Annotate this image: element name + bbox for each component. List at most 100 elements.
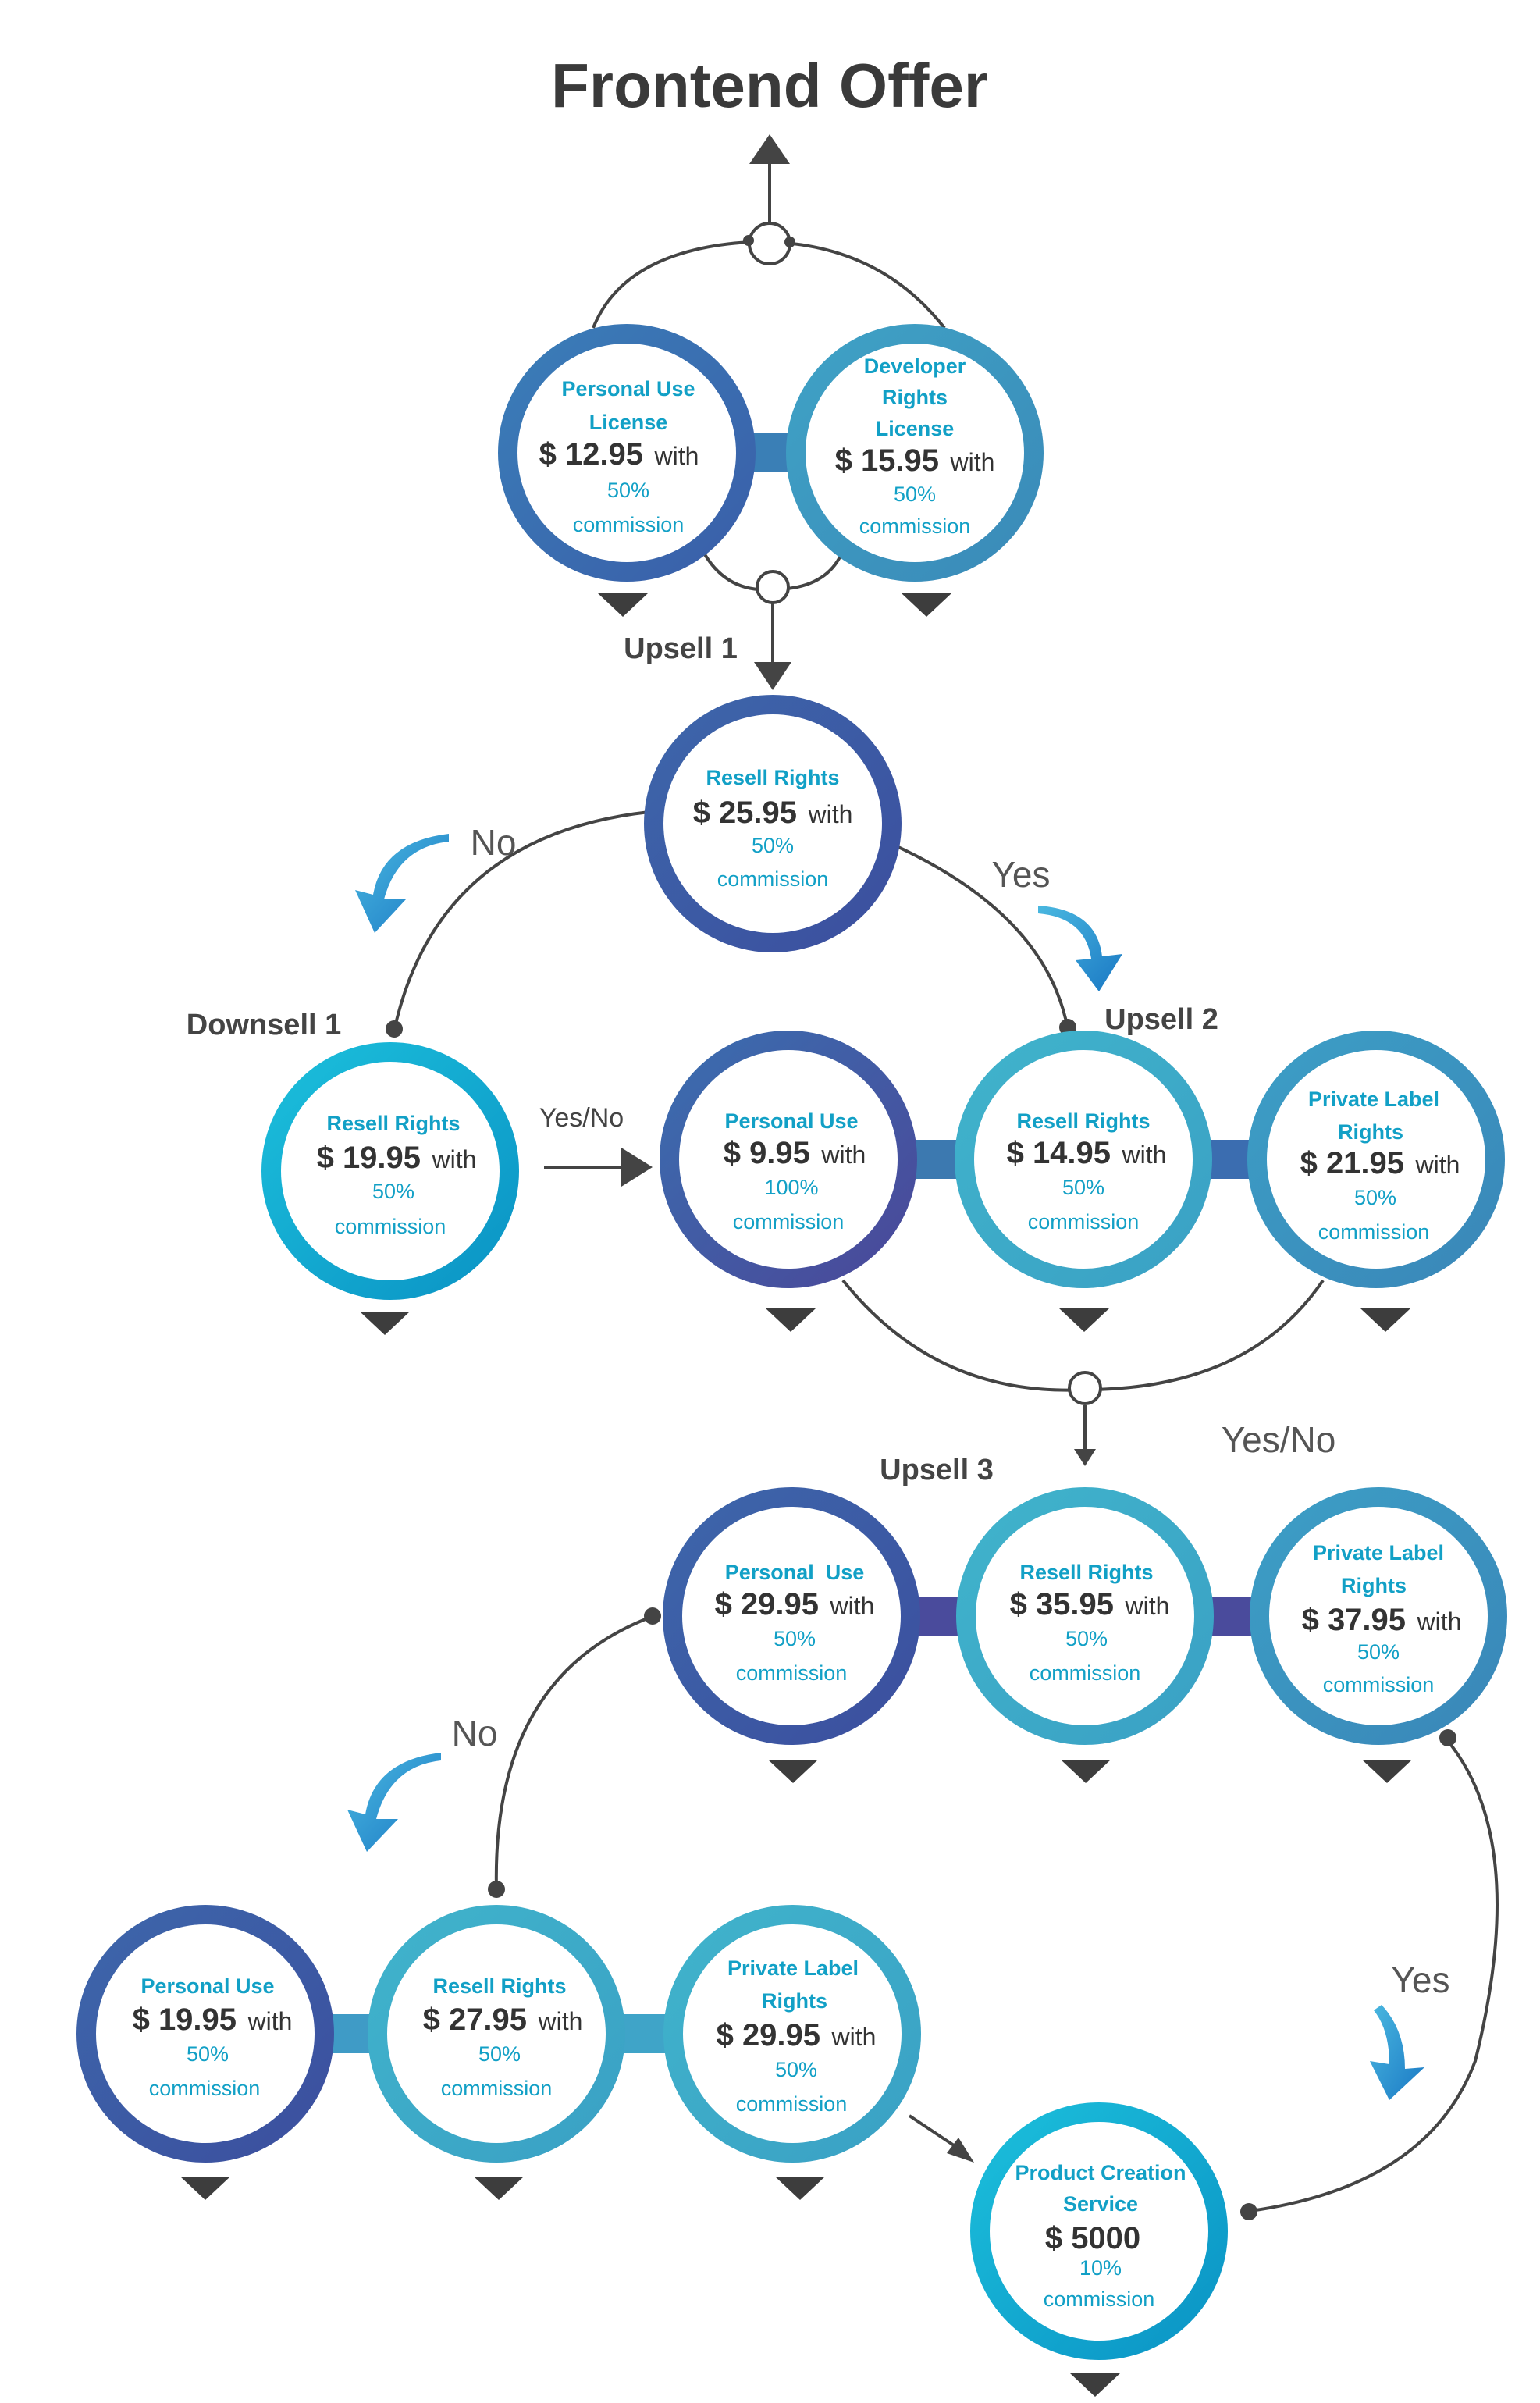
curved-arrow-yes-2-icon — [1370, 2005, 1424, 2100]
node-inner — [974, 1050, 1193, 1269]
node-fe-developer[interactable]: Developer Rights License $ 15.95 with 50… — [786, 324, 1044, 582]
node-with: with — [950, 448, 995, 476]
node-u3-resell[interactable]: Resell Rights $ 35.95 with 50% commissio… — [956, 1487, 1214, 1745]
node-title-2: Rights — [762, 1989, 827, 2013]
node-commission-1: 50% — [894, 482, 936, 506]
triangle-down-icon — [180, 2177, 230, 2200]
node-price: $ 29.95 — [717, 2018, 820, 2052]
node-d3-resell[interactable]: Resell Rights $ 27.95 with 50% commissio… — [368, 1905, 625, 2163]
node-product-creation[interactable]: Product Creation Service $ 5000 10% comm… — [970, 2102, 1228, 2360]
node-u3-private[interactable]: Private Label Rights $ 37.95 with 50% co… — [1250, 1487, 1507, 1745]
node-price: $ 14.95 — [1007, 1136, 1111, 1170]
triangle-down-icon — [598, 593, 648, 617]
curved-arrow-no-1-icon — [355, 834, 449, 933]
page-title: Frontend Offer — [551, 51, 988, 120]
node-title-2: Rights — [1338, 1120, 1403, 1144]
node-commission-2: commission — [717, 867, 829, 891]
nodes: Personal Use License $ 12.95 with 50% co… — [76, 324, 1507, 2360]
node-price-line: $ 37.95 with — [1302, 1603, 1462, 1637]
node-commission-2: commission — [733, 1210, 845, 1234]
node-commission-2: commission — [573, 513, 685, 536]
node-commission-1: 100% — [764, 1176, 818, 1199]
node-commission-1: 50% — [1357, 1640, 1400, 1664]
node-u3-personal[interactable]: Personal Use $ 29.95 with 50% commission — [663, 1487, 920, 1745]
node-price: $ 37.95 — [1302, 1603, 1406, 1637]
up-arrow-icon — [749, 134, 790, 164]
node-price: $ 35.95 — [1010, 1587, 1114, 1622]
decision-upsell1-yes: Yes — [991, 854, 1050, 895]
node-inner — [663, 714, 882, 933]
node-commission-2: commission — [736, 1661, 848, 1685]
stage-label-upsell1: Upsell 1 — [624, 632, 738, 665]
node-title-2: Rights — [1341, 1574, 1407, 1597]
node-title-2: Rights — [882, 386, 948, 409]
node-title-1: Personal Use — [724, 1109, 858, 1133]
node-with: with — [432, 1145, 477, 1173]
upsell1-no-path — [393, 810, 650, 1031]
down-arrow-icon — [754, 662, 791, 690]
node-price: $ 5000 — [1045, 2221, 1140, 2255]
stage-label-downsell1: Downsell 1 — [187, 1009, 342, 1041]
triangle-down-icon — [1360, 1308, 1410, 1332]
node-u2-private[interactable]: Private Label Rights $ 21.95 with 50% co… — [1247, 1031, 1505, 1288]
triangle-down-icon — [1070, 2373, 1120, 2397]
triangle-down-icon — [474, 2177, 524, 2200]
node-with: with — [831, 2023, 877, 2051]
node-d1-resell[interactable]: Resell Rights $ 19.95 with 50% commissio… — [261, 1042, 519, 1300]
node-u1-resell[interactable]: Resell Rights $ 25.95 with 50% commissio… — [644, 695, 902, 952]
node-with: with — [830, 1592, 875, 1620]
node-inner — [682, 1507, 901, 1725]
triangle-down-icon — [1059, 1308, 1109, 1332]
node-inner — [976, 1507, 1194, 1725]
frontend-top-dot-right — [784, 237, 795, 247]
node-commission-1: 50% — [775, 2058, 817, 2081]
node-title-1: Developer — [864, 354, 966, 378]
node-price-line: $ 25.95 with — [693, 796, 853, 830]
node-u2-personal[interactable]: Personal Use $ 9.95 with 100% commission — [660, 1031, 917, 1288]
node-title-1: Personal Use — [725, 1561, 865, 1584]
node-with: with — [247, 2007, 293, 2035]
node-title-1: Private Label — [1308, 1088, 1439, 1111]
node-d3-private[interactable]: Private Label Rights $ 29.95 with 50% co… — [663, 1905, 921, 2163]
diagonal-arrow-icon — [947, 2138, 974, 2163]
node-commission-1: 50% — [1065, 1627, 1108, 1650]
node-fe-personal[interactable]: Personal Use License $ 12.95 with 50% co… — [498, 324, 756, 582]
node-with: with — [1415, 1151, 1460, 1179]
node-inner — [387, 1924, 606, 2143]
node-price-line: $ 19.95 with — [317, 1141, 477, 1175]
node-price-line: $ 14.95 with — [1007, 1136, 1167, 1170]
node-commission-1: 50% — [187, 2042, 229, 2066]
node-price-line: $ 19.95 with — [133, 2002, 293, 2037]
node-title-1: Product Creation — [1015, 2161, 1186, 2184]
node-price-line: $ 21.95 with — [1300, 1146, 1460, 1180]
down-triangles — [180, 593, 1412, 2397]
node-commission-1: 50% — [372, 1180, 414, 1203]
node-commission-1: 50% — [607, 479, 649, 502]
down-arrow-small-icon — [1074, 1449, 1096, 1466]
node-price: $ 9.95 — [724, 1136, 810, 1170]
decision-upsell3-yes: Yes — [1391, 1960, 1449, 2000]
stage-label-upsell2: Upsell 2 — [1104, 1003, 1218, 1036]
node-price: $ 15.95 — [835, 443, 939, 478]
node-title-2: Service — [1063, 2192, 1138, 2216]
node-commission-2: commission — [736, 2092, 848, 2116]
downsell3-dot — [488, 1881, 505, 1898]
node-title-1: Resell Rights — [706, 766, 839, 789]
node-price-line: $ 9.95 with — [724, 1136, 866, 1170]
node-with: with — [820, 1141, 866, 1169]
node-inner — [683, 1924, 902, 2143]
node-inner — [1267, 1050, 1485, 1269]
node-inner — [281, 1062, 500, 1280]
curved-arrow-yes-1-icon — [1038, 906, 1122, 991]
node-commission-2: commission — [859, 514, 971, 538]
triangle-down-icon — [775, 2177, 825, 2200]
upsell3-no-dot — [644, 1607, 661, 1625]
node-price-line: $ 27.95 with — [423, 2002, 583, 2037]
node-inner — [517, 344, 736, 562]
node-d3-personal[interactable]: Personal Use $ 19.95 with 50% commission — [76, 1905, 334, 2163]
node-u2-resell[interactable]: Resell Rights $ 14.95 with 50% commissio… — [955, 1031, 1212, 1288]
node-price: $ 19.95 — [133, 2002, 237, 2037]
node-commission-1: 50% — [1062, 1176, 1104, 1199]
upsell3-no-path — [494, 1616, 650, 1890]
upsell2-junction — [1068, 1371, 1102, 1405]
